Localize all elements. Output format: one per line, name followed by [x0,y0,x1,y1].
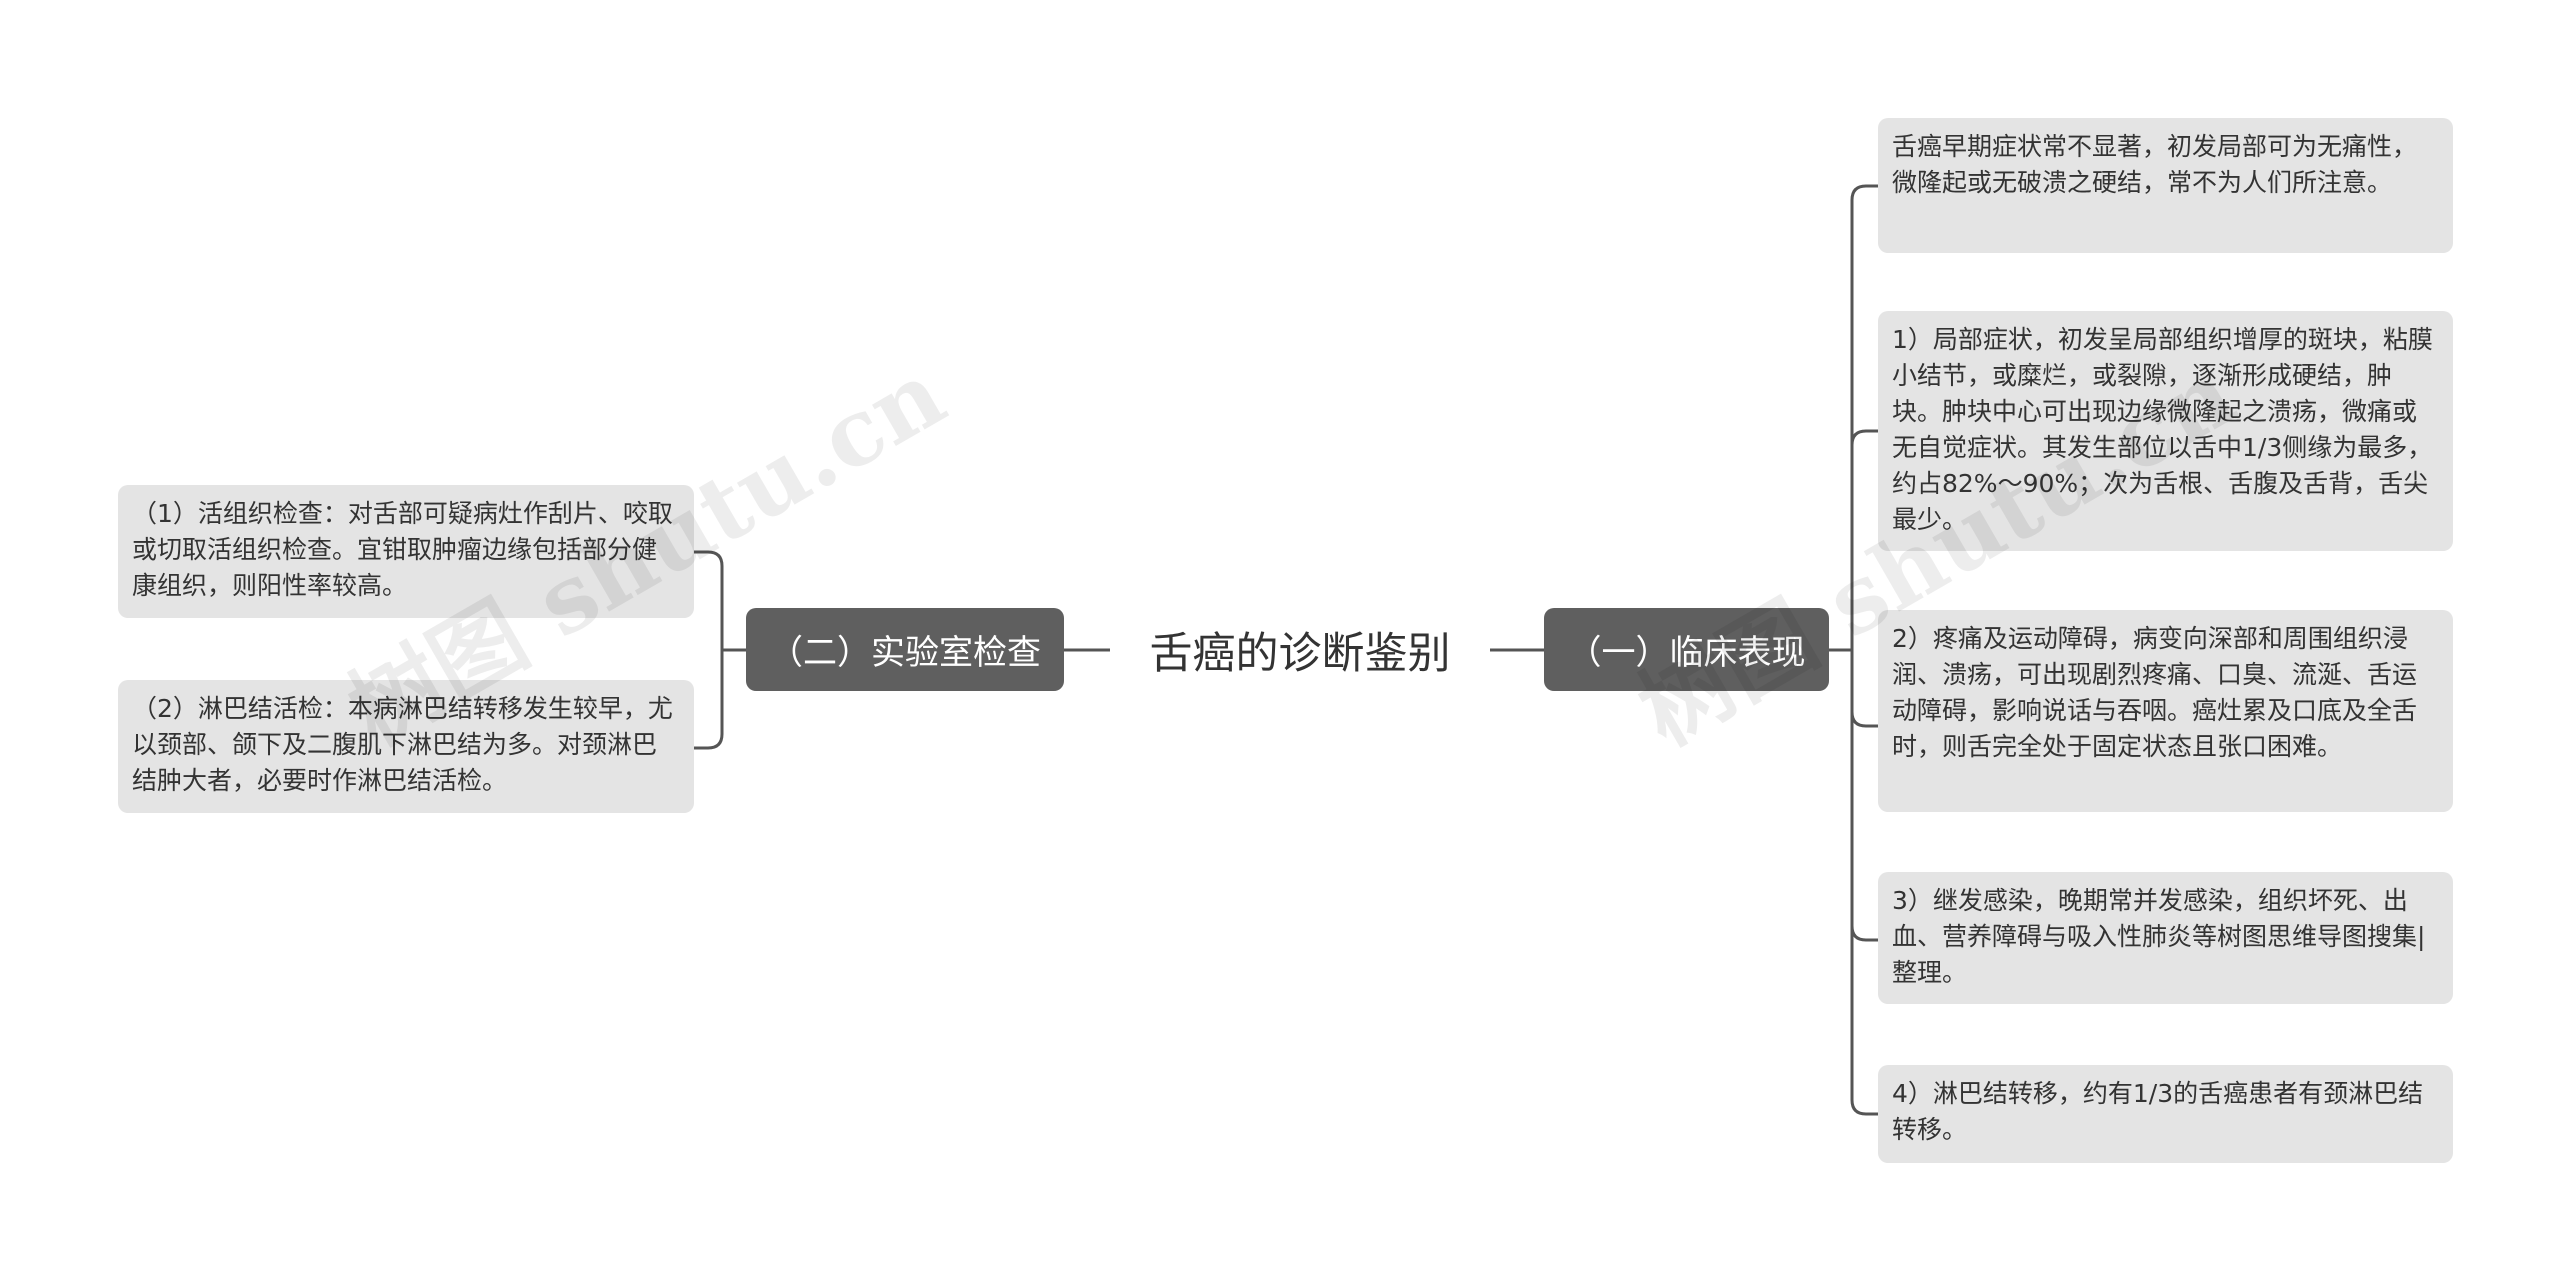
link-clinical-leaf-5 [1850,1099,1878,1116]
clinical-leaf-1-text: 舌癌早期症状常不显著，初发局部可为无痛性，微隆起或无破溃之硬结，常不为人们所注意… [1892,132,2418,197]
clinical-leaf-5-text: 4）淋巴结转移，约有1/3的舌癌患者有颈淋巴结转移。 [1892,1079,2424,1144]
root-title: 舌癌的诊断鉴别 [1149,629,1451,679]
branch-lab-label: （二）实验室检查 [769,633,1041,673]
clinical-leaf-4-text: 3）继发感染，晚期常并发感染，组织坏死、出血、营养障碍与吸入性肺炎等树图思维导图… [1892,886,2426,987]
lab-leaf-1[interactable]: （1）活组织检查：对舌部可疑病灶作刮片、咬取或切取活组织检查。宜钳取肿瘤边缘包括… [118,485,694,618]
root-node[interactable]: 舌癌的诊断鉴别 [1120,610,1480,690]
link-clinical-leaf-3 [1850,711,1878,728]
clinical-leaf-2-text: 1）局部症状，初发呈局部组织增厚的斑块，粘膜小结节，或糜烂，或裂隙，逐渐形成硬结… [1892,325,2433,534]
branch-clinical[interactable]: （一）临床表现 [1544,608,1829,691]
branch-lab[interactable]: （二）实验室检查 [746,608,1064,691]
link-lab-leaf-1 [694,550,724,567]
clinical-leaf-1[interactable]: 舌癌早期症状常不显著，初发局部可为无痛性，微隆起或无破溃之硬结，常不为人们所注意… [1878,118,2453,253]
clinical-leaf-4[interactable]: 3）继发感染，晚期常并发感染，组织坏死、出血、营养障碍与吸入性肺炎等树图思维导图… [1878,872,2453,1004]
branch-clinical-label: （一）临床表现 [1567,633,1806,673]
link-clinical-leaf-2 [1850,429,1878,446]
lab-leaf-2-text: （2）淋巴结活检：本病淋巴结转移发生较早，尤以颈部、颌下及二腹肌下淋巴结为多。对… [132,694,673,795]
lab-leaf-1-text: （1）活组织检查：对舌部可疑病灶作刮片、咬取或切取活组织检查。宜钳取肿瘤边缘包括… [132,499,673,600]
clinical-leaf-2[interactable]: 1）局部症状，初发呈局部组织增厚的斑块，粘膜小结节，或糜烂，或裂隙，逐渐形成硬结… [1878,311,2453,551]
clinical-leaf-3-text: 2）疼痛及运动障碍，病变向深部和周围组织浸润、溃疡，可出现剧烈疼痛、口臭、流涎、… [1892,624,2418,761]
lab-leaf-2[interactable]: （2）淋巴结活检：本病淋巴结转移发生较早，尤以颈部、颌下及二腹肌下淋巴结为多。对… [118,680,694,813]
link-lab-leaf-2 [694,733,724,750]
link-clinical-leaf-1 [1850,184,1878,201]
clinical-leaf-5[interactable]: 4）淋巴结转移，约有1/3的舌癌患者有颈淋巴结转移。 [1878,1065,2453,1163]
link-clinical-leaf-4 [1850,925,1878,942]
clinical-leaf-3[interactable]: 2）疼痛及运动障碍，病变向深部和周围组织浸润、溃疡，可出现剧烈疼痛、口臭、流涎、… [1878,610,2453,812]
